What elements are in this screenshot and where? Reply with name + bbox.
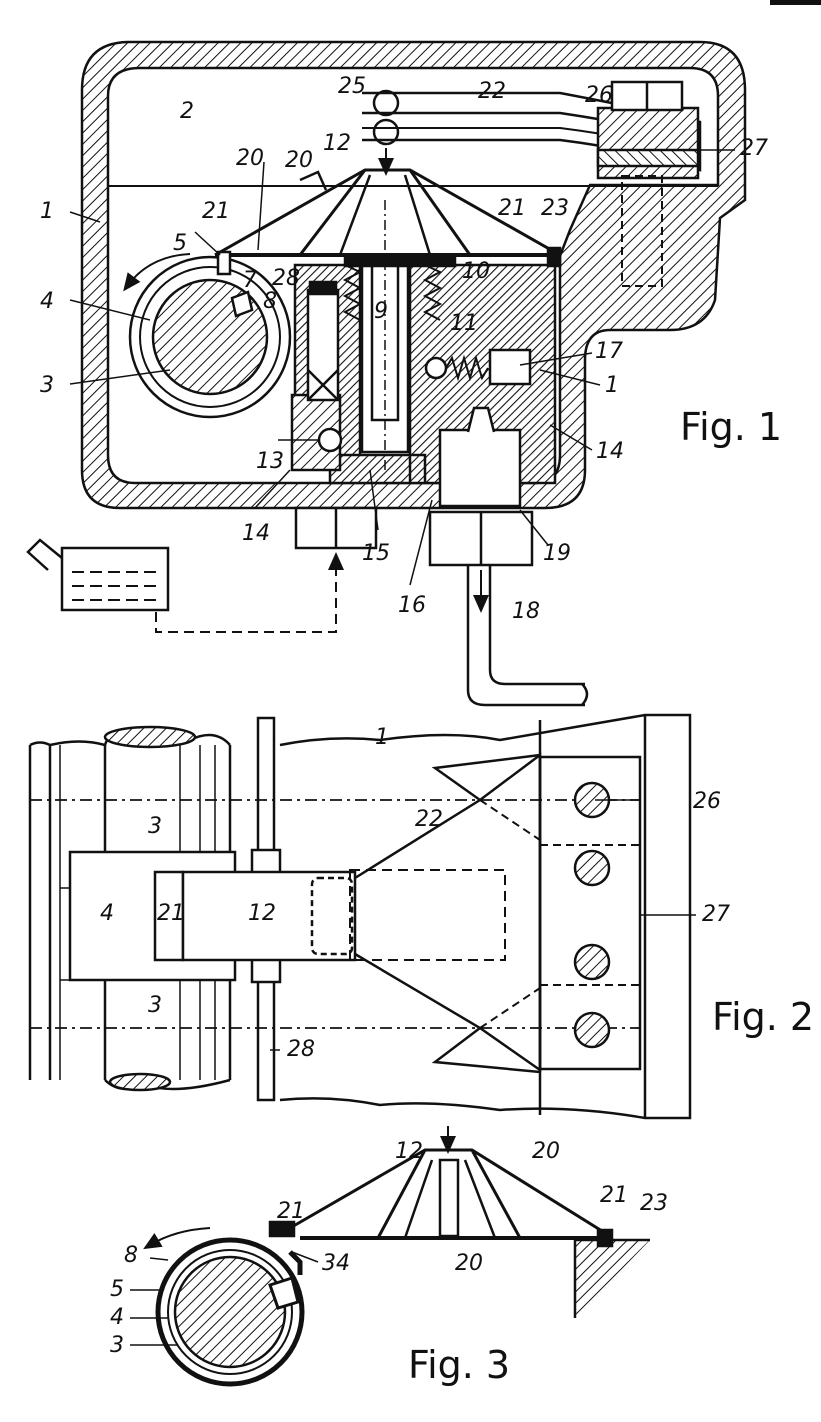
spring-11 [342, 264, 363, 321]
label-23: 23 [541, 196, 569, 221]
label-2: 2 [180, 99, 194, 124]
label-5: 5 [110, 1277, 124, 1302]
label-8: 8 [124, 1243, 138, 1268]
label-21: 21 [600, 1183, 628, 1208]
label-5: 5 [173, 231, 187, 256]
roller-25a [372, 89, 400, 117]
label-17: 17 [595, 339, 623, 364]
label-18: 18 [512, 599, 540, 624]
leaf-spring-22 [354, 752, 542, 1073]
label-7: 7 [243, 268, 257, 293]
label-20: 20 [236, 146, 264, 171]
outlet-fitting-19 [438, 428, 522, 508]
label-20: 20 [285, 148, 313, 173]
figure-2 [28, 713, 696, 1120]
label-11: 11 [450, 311, 478, 336]
label-27: 27 [702, 902, 730, 927]
label-27: 27 [740, 136, 768, 161]
outlet-valve-ball-16 [424, 356, 448, 380]
label-22: 22 [478, 79, 506, 104]
housing-outline [279, 713, 692, 1120]
label-21: 21 [277, 1199, 305, 1224]
eccentric-ring-5 [155, 1237, 305, 1387]
label-15: 15 [362, 541, 390, 566]
key-8 [230, 290, 254, 318]
screw-26d [573, 1011, 611, 1049]
label-28: 28 [287, 1037, 315, 1062]
sheet-corner-mark [770, 0, 821, 5]
lever-21 [153, 870, 185, 962]
label-14: 14 [596, 439, 624, 464]
cam-4 [167, 1249, 293, 1375]
figure-3 [130, 1126, 650, 1387]
label-16: 16 [398, 593, 426, 618]
figure-1-labels: 1 2 5 21 20 20 12 25 22 26 27 21 23 7 28… [40, 74, 782, 624]
label-23: 23 [640, 1191, 668, 1216]
label-12: 12 [395, 1139, 423, 1164]
oil-feed-line [155, 552, 344, 633]
figure-3-labels: 12 20 20 21 21 23 34 8 5 4 3 Fig. 3 [110, 1139, 668, 1387]
label-3: 3 [40, 373, 54, 398]
label-20: 20 [532, 1139, 560, 1164]
outlet-spring-17 [445, 354, 489, 382]
label-1: 1 [40, 199, 54, 224]
screw-26b [573, 849, 611, 887]
label-4: 4 [110, 1305, 124, 1330]
shaft-3 [173, 1255, 287, 1369]
label-13: 13 [256, 449, 284, 474]
rotation-arrow [143, 1227, 211, 1250]
clamp-plate-27 [538, 755, 642, 1071]
key-34 [268, 1276, 300, 1310]
label-21: 21 [498, 196, 526, 221]
label-1: 1 [375, 725, 389, 750]
label-10: 10 [462, 259, 490, 284]
figure-1-caption: Fig. 1 [680, 405, 782, 449]
bolt-28 [306, 288, 340, 402]
spring-cup-10 [343, 254, 457, 268]
label-20: 20 [455, 1251, 483, 1276]
label-21: 21 [202, 199, 230, 224]
label-21: 21 [157, 901, 185, 926]
label-4: 4 [100, 901, 114, 926]
inlet-valve-ball-13 [317, 427, 343, 453]
label-3: 3 [148, 814, 162, 839]
label-8: 8 [263, 289, 277, 314]
figure-3-caption: Fig. 3 [408, 1343, 510, 1387]
roller-25b [372, 118, 400, 146]
clamp-block-27 [596, 106, 700, 180]
mount-block [575, 1240, 650, 1318]
label-9: 9 [374, 299, 388, 324]
label-19: 19 [543, 541, 571, 566]
label-14: 14 [242, 521, 270, 546]
figure-2-caption: Fig. 2 [712, 995, 814, 1039]
label-26: 26 [693, 789, 721, 814]
label-4: 4 [40, 289, 54, 314]
figure-1 [26, 40, 747, 707]
label-3: 3 [148, 993, 162, 1018]
label-22: 22 [415, 807, 443, 832]
label-34: 34 [322, 1251, 350, 1276]
oil-can [60, 546, 170, 612]
outlet-pipe-18 [466, 565, 585, 707]
label-12: 12 [323, 131, 351, 156]
label-12: 12 [248, 901, 276, 926]
rotation-arrow [123, 253, 191, 292]
label-28: 28 [272, 266, 300, 291]
label-1: 1 [605, 373, 619, 398]
label-26: 26 [585, 83, 613, 108]
label-25: 25 [338, 74, 366, 99]
screw-26c [573, 943, 611, 981]
label-3: 3 [110, 1333, 124, 1358]
figure-2-labels: 1 3 3 4 21 12 22 26 27 28 Fig. 2 [100, 725, 814, 1062]
